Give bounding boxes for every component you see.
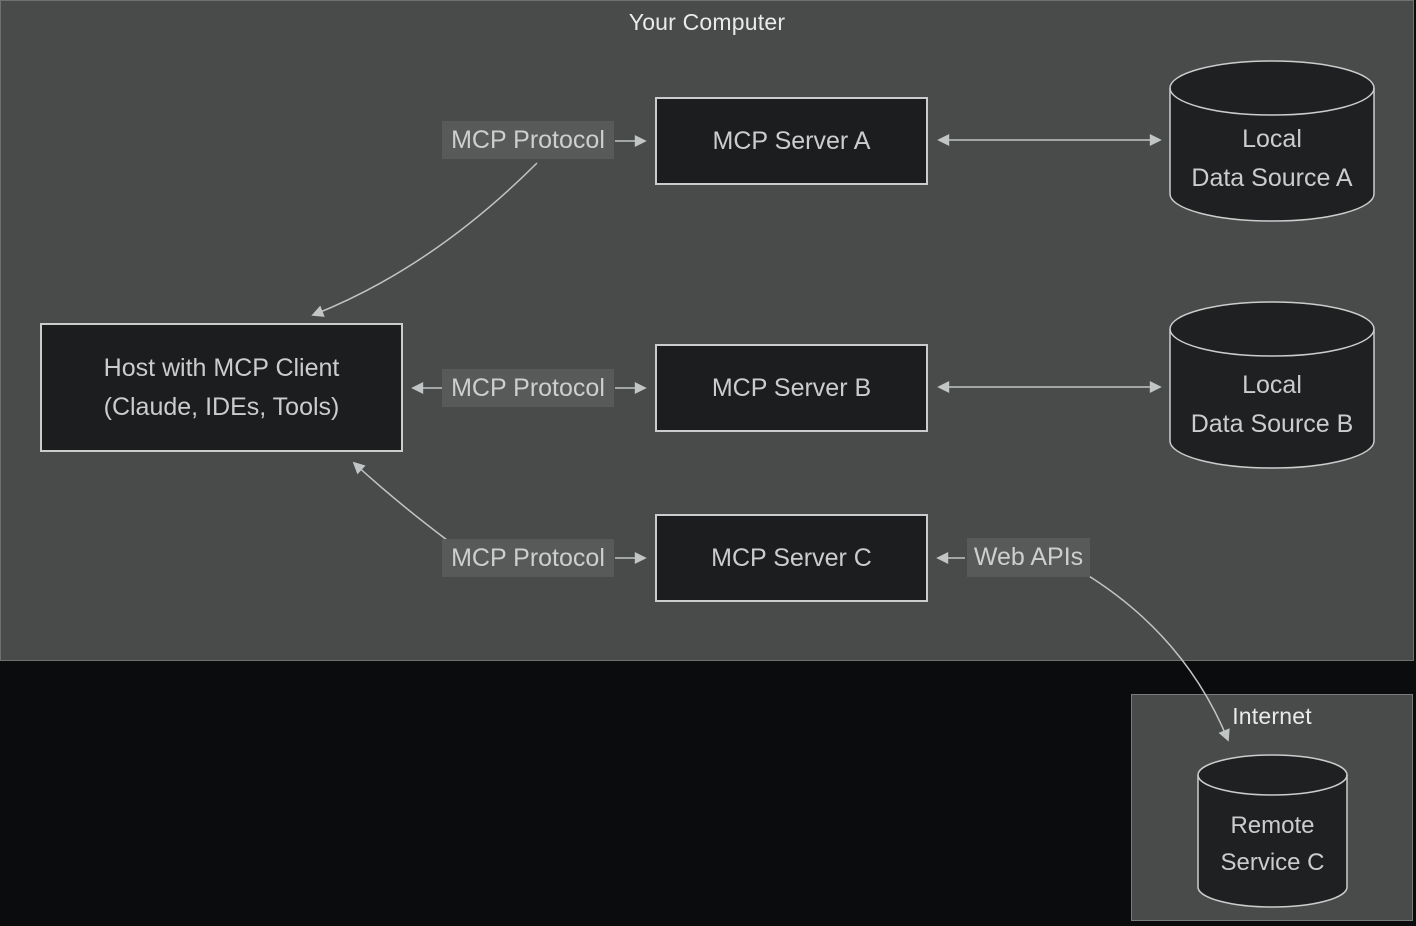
local-data-source-b-cylinder [1169, 301, 1375, 469]
mcp-server-a-node: MCP Server A [655, 97, 928, 185]
mcp-protocol-label-c-text: MCP Protocol [451, 543, 605, 572]
mcp-protocol-label-a-text: MCP Protocol [451, 125, 605, 154]
mcp-server-b-label: MCP Server B [711, 373, 872, 402]
mcp-server-a-label: MCP Server A [712, 126, 871, 155]
mcp-server-b-node: MCP Server B [655, 344, 928, 432]
arrow-web-apis-to-remote-service-curve [1083, 572, 1230, 742]
remote-service-c-cylinder [1197, 754, 1348, 908]
host-node-label: Host with MCP Client (Claude, IDEs, Tool… [104, 349, 340, 427]
host-node: Host with MCP Client (Claude, IDEs, Tool… [40, 323, 403, 452]
mcp-protocol-label-b: MCP Protocol [442, 369, 614, 407]
mcp-protocol-label-a: MCP Protocol [442, 121, 614, 159]
web-apis-label-text: Web APIs [973, 543, 1084, 571]
arrow-protocol-c-to-host-curve [352, 461, 448, 541]
internet-title: Internet [1232, 703, 1312, 729]
mcp-protocol-label-c: MCP Protocol [442, 539, 614, 577]
local-data-source-a-cylinder [1169, 60, 1375, 222]
your-computer-title: Your Computer [628, 9, 786, 35]
arrow-protocol-a-to-host-curve [311, 162, 538, 317]
mcp-protocol-label-b-text: MCP Protocol [451, 373, 605, 402]
web-apis-label: Web APIs [967, 538, 1090, 577]
mcp-server-c-label: MCP Server C [711, 543, 872, 572]
host-label-line2: (Claude, IDEs, Tools) [103, 392, 340, 421]
mcp-server-c-node: MCP Server C [655, 514, 928, 602]
host-label-line1: Host with MCP Client [103, 353, 340, 382]
